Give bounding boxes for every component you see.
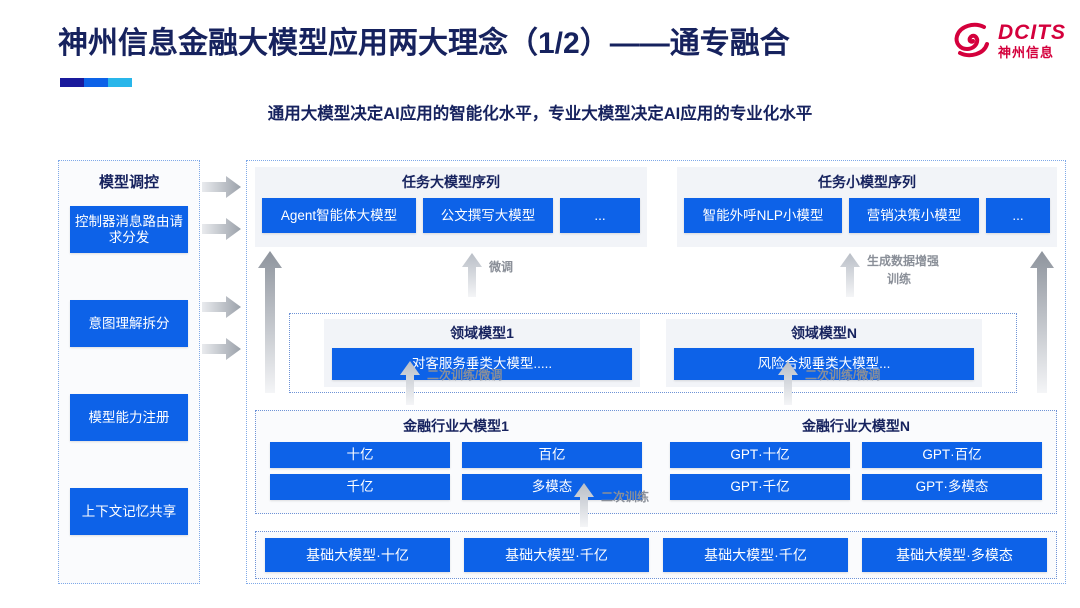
flow-arrow-up-data-augment [839,253,861,297]
domain-model-band: 领域模型1 对客服务垂类大模型..... 领域模型N 风险合规垂类大模型... [289,313,1017,393]
accent-bar [60,78,132,87]
industry-model-1-col: 金融行业大模型1 十亿 百亿 千亿 多模态 [256,411,656,513]
accent-segment-1 [60,78,84,87]
flow-arrow-right-1 [202,175,242,199]
sidebar-title: 模型调控 [98,174,159,191]
sidebar-item-controller-routing[interactable]: 控制器消息路由请求分发 [70,206,188,253]
industry-model-band: 金融行业大模型1 十亿 百亿 千亿 多模态 金融行业大模型N GPT·十亿 GP… [255,410,1057,514]
task-item-nlp-outbound-model[interactable]: 智能外呼NLP小模型 [684,198,842,233]
flow-arrow-up-base-retrain [573,483,595,527]
sidebar-item-capability-registry[interactable]: 模型能力注册 [70,394,188,441]
task-large-model-panel: 任务大模型序列 Agent智能体大模型 公文撰写大模型 ... [255,167,647,247]
logo-cn-label: 神州信息 [998,44,1055,60]
task-item-agent-model[interactable]: Agent智能体大模型 [262,198,416,233]
task-item-document-model[interactable]: 公文撰写大模型 [423,198,553,233]
page-subtitle: 通用大模型决定AI应用的智能化水平，专业大模型决定AI应用的专业化水平 [267,105,813,123]
dcits-logo: DCITS 神州信息 [952,20,1066,60]
logo-en-label: DCITS [998,20,1066,44]
task-small-model-title: 任务小模型序列 [818,174,916,190]
industry-model-1-cells: 十亿 百亿 千亿 多模态 [270,442,642,500]
flow-arrow-up-tall-right [1029,251,1055,393]
flow-arrow-right-2 [202,217,242,241]
industry-model-1-title: 金融行业大模型1 [403,418,509,434]
swirl-logo-icon [952,20,992,60]
domain-model-n-title: 领域模型N [790,325,858,341]
domain-model-n-cell: 领域模型N 风险合规垂类大模型... [666,319,982,387]
industry-model-1-item-2[interactable]: 百亿 [462,442,642,468]
sidebar-item-context-memory[interactable]: 上下文记忆共享 [70,488,188,535]
task-sequence-row: 任务大模型序列 Agent智能体大模型 公文撰写大模型 ... 任务小模型序列 … [255,167,1057,247]
flow-label-data-augment-line2: 训练 [887,272,912,286]
industry-model-1-item-3[interactable]: 千亿 [270,474,450,500]
industry-model-grid: 金融行业大模型1 十亿 百亿 千亿 多模态 金融行业大模型N GPT·十亿 GP… [256,411,1056,513]
model-control-sidebar: 模型调控 控制器消息路由请求分发 意图理解拆分 模型能力注册 上下文记忆共享 [58,160,200,584]
domain-model-1-title: 领域模型1 [450,325,514,341]
industry-model-n-title: 金融行业大模型N [801,418,911,434]
flow-arrow-up-retrain-right [777,361,799,405]
industry-model-1-item-4[interactable]: 多模态 [462,474,642,500]
page-title: 神州信息金融大模型应用两大理念（1/2）——通专融合 [58,27,790,60]
flow-label-finetune: 微调 [489,260,514,274]
accent-segment-2 [83,78,108,87]
task-item-marketing-model[interactable]: 营销决策小模型 [849,198,979,233]
task-small-model-items: 智能外呼NLP小模型 营销决策小模型 ... [677,198,1057,233]
task-item-more[interactable]: ... [560,198,640,233]
industry-model-n-col: 金融行业大模型N GPT·十亿 GPT·百亿 GPT·千亿 GPT·多模态 [656,411,1056,513]
domain-model-n-item[interactable]: 风险合规垂类大模型... [674,348,974,380]
industry-model-1-item-1[interactable]: 十亿 [270,442,450,468]
flow-label-retrain-finetune-left: 二次训练/微调 [427,368,503,382]
domain-model-1-item[interactable]: 对客服务垂类大模型..... [332,348,632,380]
industry-model-n-item-4[interactable]: GPT·多模态 [862,474,1042,500]
base-model-item-4[interactable]: 基础大模型·多模态 [862,538,1047,572]
task-small-model-panel: 任务小模型序列 智能外呼NLP小模型 营销决策小模型 ... [677,167,1057,247]
base-model-item-3[interactable]: 基础大模型·千亿 [663,538,848,572]
architecture-container: 任务大模型序列 Agent智能体大模型 公文撰写大模型 ... 任务小模型序列 … [246,160,1066,584]
industry-model-n-item-3[interactable]: GPT·千亿 [670,474,850,500]
flow-arrow-up-retrain-left [399,361,421,405]
base-model-item-2[interactable]: 基础大模型·千亿 [464,538,649,572]
flow-arrow-right-4 [202,337,242,361]
domain-model-1-cell: 领域模型1 对客服务垂类大模型..... [324,319,640,387]
task-large-model-items: Agent智能体大模型 公文撰写大模型 ... [255,198,647,233]
flow-arrow-up-finetune-left [461,253,483,297]
logo-text: DCITS 神州信息 [998,22,1066,59]
flow-label-retrain: 二次训练 [601,490,650,504]
sidebar-item-intent-understanding[interactable]: 意图理解拆分 [70,300,188,347]
industry-model-n-cells: GPT·十亿 GPT·百亿 GPT·千亿 GPT·多模态 [670,442,1042,500]
flow-label-data-augment-line1: 生成数据增强 [867,254,940,268]
task-item-more-small[interactable]: ... [986,198,1050,233]
base-model-item-1[interactable]: 基础大模型·十亿 [265,538,450,572]
base-model-band: 基础大模型·十亿 基础大模型·千亿 基础大模型·千亿 基础大模型·多模态 [255,531,1057,579]
accent-segment-3 [107,78,132,87]
industry-model-n-item-2[interactable]: GPT·百亿 [862,442,1042,468]
flow-arrow-up-tall-left [257,251,283,393]
flow-arrow-right-3 [202,295,242,319]
industry-model-n-item-1[interactable]: GPT·十亿 [670,442,850,468]
task-large-model-title: 任务大模型序列 [402,174,500,190]
flow-label-retrain-finetune-right: 二次训练/微调 [805,368,881,382]
